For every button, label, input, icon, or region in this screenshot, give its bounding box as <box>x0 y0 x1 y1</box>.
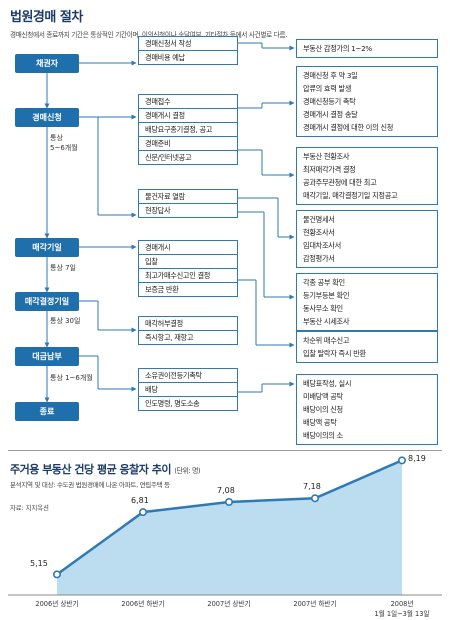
period-request: 통상 5~6개월 <box>50 134 78 152</box>
note-item: 입찰 탈락자 즉시 반환 <box>303 349 366 358</box>
chart-x-tick-label: 2006년 하반기 <box>121 600 165 608</box>
step-item: 신문/인터넷공고 <box>145 153 192 162</box>
step-box-5: 매각허부결정 즉시항고, 재항고 <box>138 316 238 345</box>
note-item: 압류의 효력 발생 <box>303 84 352 93</box>
note-item: 각종 공부 확인 <box>303 278 345 287</box>
note-item: 등기부등본 확인 <box>303 291 350 300</box>
note-item: 현황조사서 <box>303 228 335 237</box>
note-item: 차순위 매수신고 <box>303 336 350 345</box>
note-item: 배당액 공탁 <box>303 418 337 427</box>
chart-unit: (단위: 명) <box>174 467 201 475</box>
chart-point <box>397 456 406 465</box>
period-sale-date: 통상 7일 <box>50 264 76 272</box>
note-item: 공과주무관청에 대한 최고 <box>303 178 377 187</box>
main-title: 법원경매 절차 <box>10 10 83 25</box>
note-item: 부동산 현황조사 <box>303 152 350 161</box>
chart-markers <box>52 456 406 579</box>
chart-subtitle: 분석지역 및 대상: 수도권 법원경매에 나온 아파트, 연립주택 등 <box>10 481 170 489</box>
chart-value-label: 6,81 <box>131 496 149 506</box>
note-item: 배당이의 신청 <box>303 405 343 414</box>
note-item: 부동산 시세조사 <box>303 317 350 326</box>
note-box-7: 배당표작성, 실시 미배당액 공탁 배당이의 신청 배당액 공탁 배당이의의 소 <box>296 374 438 445</box>
chart-x-tick-label: 2006년 상반기 <box>35 600 79 608</box>
chart-title: 주거용 부동산 건당 평균 응찰자 추이 (단위: 명) <box>10 461 201 477</box>
step-item: 입찰 <box>139 255 237 269</box>
stage-sale-decision: 매각결정기일 <box>15 292 79 311</box>
note-item: 감정평가서 <box>303 254 335 263</box>
stage-payment: 대금납부 <box>15 347 79 366</box>
note-box-1: 부동산 감정가의 1~2% <box>296 39 438 58</box>
step-item: 보증금 반환 <box>145 285 179 294</box>
note-box-2: 경매신청 후 약 3일 압류의 효력 발생 경매신청등기 촉탁 경매개시 결정 … <box>296 66 438 137</box>
note-box-3: 부동산 현황조사 최저매각가격 결정 공과주무관청에 대한 최고 매각기일, 매… <box>296 147 438 205</box>
step-item: 경매접수 <box>139 95 237 109</box>
step-item: 매각허부결정 <box>139 317 237 331</box>
chart-point <box>139 508 148 517</box>
note-item: 배당표작성, 실시 <box>303 379 352 388</box>
step-item: 물건자료 열람 <box>139 190 237 204</box>
chart-x-tick-label: 2008년 1월 1일~3월 13일 <box>374 600 430 618</box>
step-item: 최고가매수신고인 결정 <box>139 269 237 283</box>
note-item: 경매신청 후 약 3일 <box>303 71 358 80</box>
note-item: 부동산 감정가의 1~2% <box>303 44 372 53</box>
main-subtitle: 경매신청에서 종료까지 기간은 통상적인 기간이며, 이의신청이나 송달여부, … <box>10 31 288 39</box>
period-payment: 통상 1~6개월 <box>50 374 93 382</box>
chart-value-label: 5,15 <box>30 559 48 569</box>
step-box-1: 경매신청서 작성 경매비용 예납 <box>138 36 238 65</box>
flow-connectors <box>44 42 295 403</box>
step-item: 경매개시 결정 <box>139 109 237 123</box>
note-item: 경매개시 결정 송달 <box>303 110 358 119</box>
step-item: 즉시항고, 재항고 <box>145 333 194 342</box>
note-item: 미배당액 공탁 <box>303 392 343 401</box>
title-block: 법원경매 절차 경매신청에서 종료까지 기간은 통상적인 기간이며, 이의신청이… <box>10 6 287 39</box>
chart-point <box>52 570 61 579</box>
note-item: 경매신청등기 촉탁 <box>303 97 356 106</box>
stage-auction-request: 경매신청 <box>15 108 79 127</box>
note-item: 경매개시 결정에 대한 이의 신청 <box>303 123 394 132</box>
chart-area-fill <box>57 460 402 595</box>
chart-x-tick-label: 2007년 상반기 <box>207 600 251 608</box>
step-item: 소유권이전등기촉탁 <box>139 369 237 383</box>
chart-value-label: 7,08 <box>217 486 235 495</box>
step-item: 현장답사 <box>145 206 171 215</box>
step-item: 경매비용 예납 <box>145 53 185 62</box>
step-item: 인도명령, 명도소송 <box>145 399 200 408</box>
step-box-6: 소유권이전등기촉탁 배당 인도명령, 명도소송 <box>138 368 238 411</box>
note-item: 최저매각가격 결정 <box>303 165 356 174</box>
step-box-3: 물건자료 열람 현장답사 <box>138 189 238 218</box>
chart-source: 자료: 지지옥션 <box>10 505 49 512</box>
note-box-6: 차순위 매수신고 입찰 탈락자 즉시 반환 <box>296 331 438 363</box>
note-item: 임대차조사서 <box>303 241 341 250</box>
step-item: 배당요구종기결정, 공고 <box>139 123 237 137</box>
note-item: 동사무소 확인 <box>303 304 343 313</box>
step-item: 경매준비 <box>139 137 237 151</box>
step-item: 경매신청서 작성 <box>139 37 237 51</box>
note-item: 매각기일, 매각결정기일 지정공고 <box>303 191 398 200</box>
chart-x-tick-label: 2007년 하반기 <box>293 600 337 608</box>
stage-sale-date: 매각기일 <box>15 238 79 257</box>
stage-end: 종료 <box>15 402 79 421</box>
period-sale-decision: 통상 30일 <box>50 317 81 325</box>
note-box-5: 각종 공부 확인 등기부등본 확인 동사무소 확인 부동산 시세조사 <box>296 273 438 331</box>
step-box-2: 경매접수 경매개시 결정 배당요구종기결정, 공고 경매준비 신문/인터넷공고 <box>138 94 238 165</box>
step-item: 배당 <box>139 383 237 397</box>
step-item: 경매개시 <box>139 241 237 255</box>
note-box-4: 물건명세서 현황조사서 임대차조사서 감정평가서 <box>296 210 438 268</box>
section-divider <box>8 450 442 451</box>
chart-point <box>225 497 234 506</box>
chart-title-text: 주거용 부동산 건당 평균 응찰자 추이 <box>10 463 171 476</box>
note-item: 물건명세서 <box>303 215 335 224</box>
note-item: 배당이의의 소 <box>303 431 343 440</box>
chart-value-label: 8,19 <box>408 454 426 464</box>
chart-point <box>310 494 319 503</box>
chart-value-label: 7,18 <box>303 482 321 492</box>
step-box-4: 경매개시 입찰 최고가매수신고인 결정 보증금 반환 <box>138 240 238 297</box>
stage-creditor: 채권자 <box>15 54 79 73</box>
